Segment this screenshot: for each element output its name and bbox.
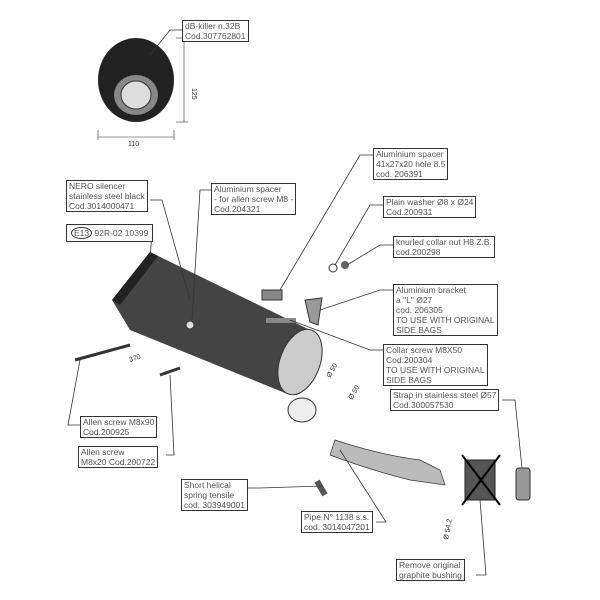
label-line: Cod.200931 — [386, 207, 433, 217]
label-line: Cod.3014000471 — [69, 201, 135, 211]
label-line: Cod.307762801 — [185, 31, 246, 41]
link-pipe — [329, 439, 531, 506]
label-line: Aluminium spacer — [376, 149, 444, 159]
label-line: a "L" Ø27 — [396, 295, 433, 305]
dim-outlet: Ø 50 — [326, 362, 340, 379]
label-line: spring tensile — [184, 490, 235, 500]
dim-inlet: Ø 50 — [348, 384, 362, 401]
label-line: NERO silencer — [69, 181, 126, 191]
label-line: Cod.200925 — [83, 427, 130, 437]
label-line: Allen screw — [81, 447, 125, 457]
label-line: cod. 3014047201 — [304, 522, 370, 532]
label-line: Allen screw M8x90 — [83, 417, 155, 427]
label-line: Aluminium bracket — [396, 285, 466, 295]
label-pipe: Pipe N° 1138 s.s.cod. 3014047201 — [301, 511, 373, 533]
label-line: cod. 206391 — [376, 169, 423, 179]
label-line: TO USE WITH ORIGINAL — [396, 315, 495, 325]
label-line: dB-killer n.32B — [185, 21, 241, 31]
dim-height: 125 — [190, 88, 197, 100]
label-line: cod.200298 — [396, 247, 441, 257]
dim-width: 110 — [128, 141, 139, 148]
homologation-code: 92R-02 10399 — [94, 228, 149, 238]
leader-lines — [67, 154, 523, 576]
label-line: stainless steel black — [69, 191, 145, 201]
label-spacer-m8: Aluminium spacer- for allen screw M8 -Co… — [211, 183, 297, 215]
label-line: 41x27x20 hole 8.5 — [376, 159, 446, 169]
label-line: cod. 206305 — [396, 305, 443, 315]
label-line: Aluminium spacer — [214, 184, 282, 194]
label-line: - for allen screw M8 - — [214, 194, 294, 204]
dim-length: 370 — [128, 354, 141, 364]
end-cap-view — [97, 29, 188, 140]
label-line: Cod.204321 — [214, 204, 261, 214]
label-line: Collar screw M8X50 — [386, 345, 463, 355]
label-line: Remove original — [399, 560, 461, 570]
label-line: Cod.200304 — [386, 355, 433, 365]
label-line: cod. 303949001 — [184, 500, 245, 510]
label-line: knurled collar nut H8 Z.B. — [396, 237, 492, 247]
label-knurled-nut: knurled collar nut H8 Z.B.cod.200298 — [393, 236, 495, 258]
e13-mark: E13 — [71, 227, 93, 239]
label-line: Cod.300057530 — [393, 400, 454, 410]
label-line: Plain washer Ø8 x Ø24 — [386, 197, 474, 207]
label-line: Short helical — [184, 480, 231, 490]
label-line: graphite bushing — [399, 570, 462, 580]
label-line: SIDE BAGS — [396, 325, 442, 335]
label-line: Strap in stainless steel Ø57 — [393, 390, 497, 400]
label-line: SIDE BAGS — [386, 375, 432, 385]
hardware-parts — [74, 261, 349, 497]
dim-pipe: Ø 54.2 — [443, 518, 454, 540]
label-line: M8x20 Cod.200722 — [81, 457, 156, 467]
label-line: Pipe N° 1138 s.s. — [304, 512, 370, 522]
label-line: TO USE WITH ORIGINAL — [386, 365, 485, 375]
label-homologation: E13 92R-02 10399 — [66, 224, 154, 242]
silencer-body — [112, 252, 323, 423]
